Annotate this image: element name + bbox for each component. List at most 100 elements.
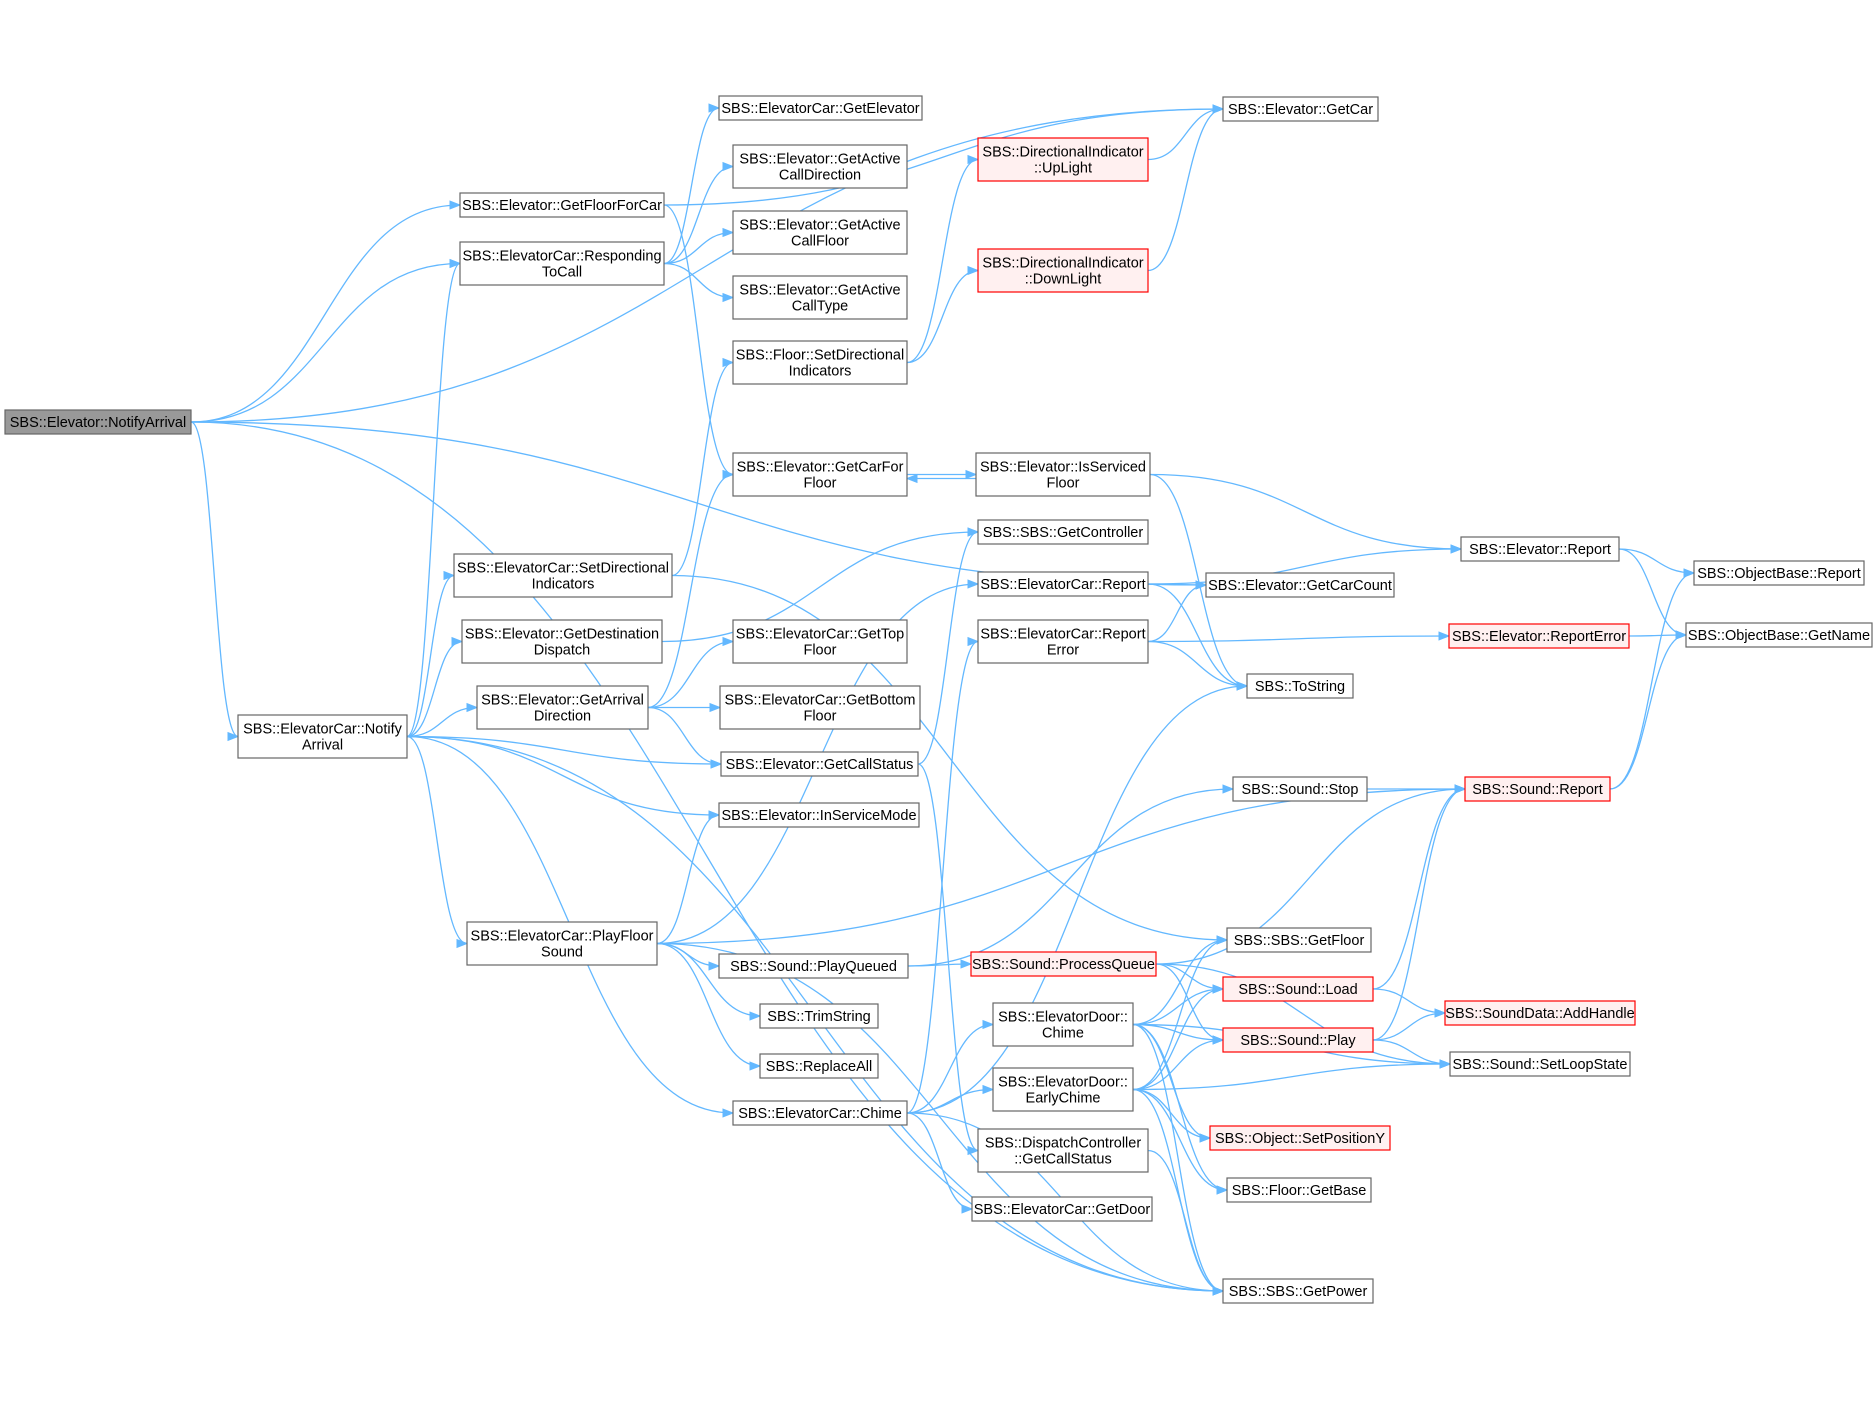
node-box[interactable]	[977, 571, 1149, 597]
node-box[interactable]	[759, 1003, 879, 1029]
graph-node[interactable]: SBS::Sound::Report	[1464, 776, 1611, 802]
node-box[interactable]	[1226, 1177, 1372, 1203]
graph-node[interactable]: SBS::ElevatorCar::GetElevator	[718, 95, 923, 121]
graph-node[interactable]: SBS::ElevatorCar::ReportError	[977, 619, 1149, 664]
graph-node[interactable]: SBS::ReplaceAll	[759, 1053, 879, 1079]
node-box[interactable]	[1226, 927, 1372, 953]
node-box[interactable]	[476, 685, 649, 730]
graph-node[interactable]: SBS::Elevator::Report	[1460, 536, 1620, 562]
node-box[interactable]	[719, 685, 921, 730]
node-box[interactable]	[992, 1002, 1134, 1047]
graph-node[interactable]: SBS::ToString	[1246, 673, 1354, 699]
graph-node[interactable]: SBS::Elevator::GetFloorForCar	[459, 192, 665, 218]
node-box[interactable]	[1205, 572, 1395, 598]
graph-node[interactable]: SBS::Elevator::InServiceMode	[718, 802, 920, 828]
graph-node[interactable]: SBS::SoundData::AddHandle	[1444, 1000, 1636, 1026]
node-box[interactable]	[977, 1128, 1149, 1173]
graph-node[interactable]: SBS::Floor::GetBase	[1226, 1177, 1372, 1203]
graph-node[interactable]: SBS::Sound::PlayQueued	[718, 953, 909, 979]
node-box[interactable]	[1448, 623, 1630, 649]
node-box[interactable]	[971, 1196, 1153, 1222]
node-box[interactable]	[718, 95, 923, 121]
node-box[interactable]	[970, 951, 1157, 977]
graph-node[interactable]: SBS::Elevator::ReportError	[1448, 623, 1630, 649]
node-box[interactable]	[459, 241, 665, 286]
node-box[interactable]	[759, 1053, 879, 1079]
graph-node[interactable]: SBS::ElevatorDoor::Chime	[992, 1002, 1134, 1047]
graph-node[interactable]: SBS::DirectionalIndicator::UpLight	[977, 137, 1149, 182]
node-box[interactable]	[992, 1067, 1134, 1112]
graph-node[interactable]: SBS::SBS::GetFloor	[1226, 927, 1372, 953]
graph-node[interactable]: SBS::Elevator::GetCallStatus	[720, 751, 919, 777]
node-box[interactable]	[461, 619, 663, 664]
node-box[interactable]	[1232, 776, 1368, 802]
graph-node[interactable]: SBS::ElevatorDoor::EarlyChime	[992, 1067, 1134, 1112]
node-box[interactable]	[1222, 1027, 1374, 1053]
node-box[interactable]	[732, 452, 908, 497]
graph-node[interactable]: SBS::ElevatorCar::Chime	[732, 1100, 908, 1126]
graph-node[interactable]: SBS::Sound::SetLoopState	[1449, 1051, 1631, 1077]
graph-node[interactable]: SBS::ObjectBase::GetName	[1685, 622, 1873, 648]
graph-node[interactable]: SBS::Elevator::GetCar	[1222, 96, 1379, 122]
node-box[interactable]	[977, 619, 1149, 664]
node-box[interactable]	[1444, 1000, 1636, 1026]
node-box[interactable]	[1222, 976, 1374, 1002]
graph-node[interactable]: SBS::Elevator::NotifyArrival	[4, 409, 192, 435]
graph-node[interactable]: SBS::Sound::Stop	[1232, 776, 1368, 802]
node-box[interactable]	[718, 802, 920, 828]
node-box[interactable]	[1222, 1278, 1374, 1304]
node-box[interactable]	[732, 144, 908, 189]
graph-node[interactable]: SBS::Sound::ProcessQueue	[970, 951, 1157, 977]
graph-node[interactable]: SBS::SBS::GetController	[977, 519, 1149, 545]
node-box[interactable]	[718, 953, 909, 979]
graph-node[interactable]: SBS::SBS::GetPower	[1222, 1278, 1374, 1304]
graph-node[interactable]: SBS::ObjectBase::Report	[1693, 560, 1865, 586]
node-box[interactable]	[1685, 622, 1873, 648]
node-box[interactable]	[237, 714, 408, 759]
graph-node[interactable]: SBS::ElevatorCar::GetDoor	[971, 1196, 1153, 1222]
node-box[interactable]	[977, 248, 1149, 293]
node-box[interactable]	[1464, 776, 1611, 802]
node-box[interactable]	[732, 210, 908, 255]
graph-node[interactable]: SBS::TrimString	[759, 1003, 879, 1029]
node-box[interactable]	[1222, 96, 1379, 122]
graph-node[interactable]: SBS::ElevatorCar::SetDirectionalIndicato…	[453, 553, 673, 598]
node-box[interactable]	[975, 452, 1151, 497]
graph-node[interactable]: SBS::Sound::Load	[1222, 976, 1374, 1002]
graph-node[interactable]: SBS::ElevatorCar::NotifyArrival	[237, 714, 408, 759]
node-box[interactable]	[1449, 1051, 1631, 1077]
graph-node[interactable]: SBS::ElevatorCar::Report	[977, 571, 1149, 597]
node-box[interactable]	[732, 340, 908, 385]
node-box[interactable]	[720, 751, 919, 777]
node-box[interactable]	[1693, 560, 1865, 586]
graph-node[interactable]: SBS::DispatchController::GetCallStatus	[977, 1128, 1149, 1173]
node-box[interactable]	[453, 553, 673, 598]
node-box[interactable]	[1209, 1125, 1391, 1151]
node-box[interactable]	[459, 192, 665, 218]
graph-node[interactable]: SBS::DirectionalIndicator::DownLight	[977, 248, 1149, 293]
node-box[interactable]	[732, 1100, 908, 1126]
node-box[interactable]	[1246, 673, 1354, 699]
node-box[interactable]	[977, 519, 1149, 545]
node-box[interactable]	[732, 619, 908, 664]
graph-node[interactable]: SBS::Elevator::GetCarCount	[1205, 572, 1395, 598]
node-box[interactable]	[732, 275, 908, 320]
node-box[interactable]	[4, 409, 192, 435]
node-box[interactable]	[466, 921, 658, 966]
node-box[interactable]	[977, 137, 1149, 182]
graph-node[interactable]: SBS::Sound::Play	[1222, 1027, 1374, 1053]
graph-node[interactable]: SBS::Object::SetPositionY	[1209, 1125, 1391, 1151]
node-box[interactable]	[1460, 536, 1620, 562]
